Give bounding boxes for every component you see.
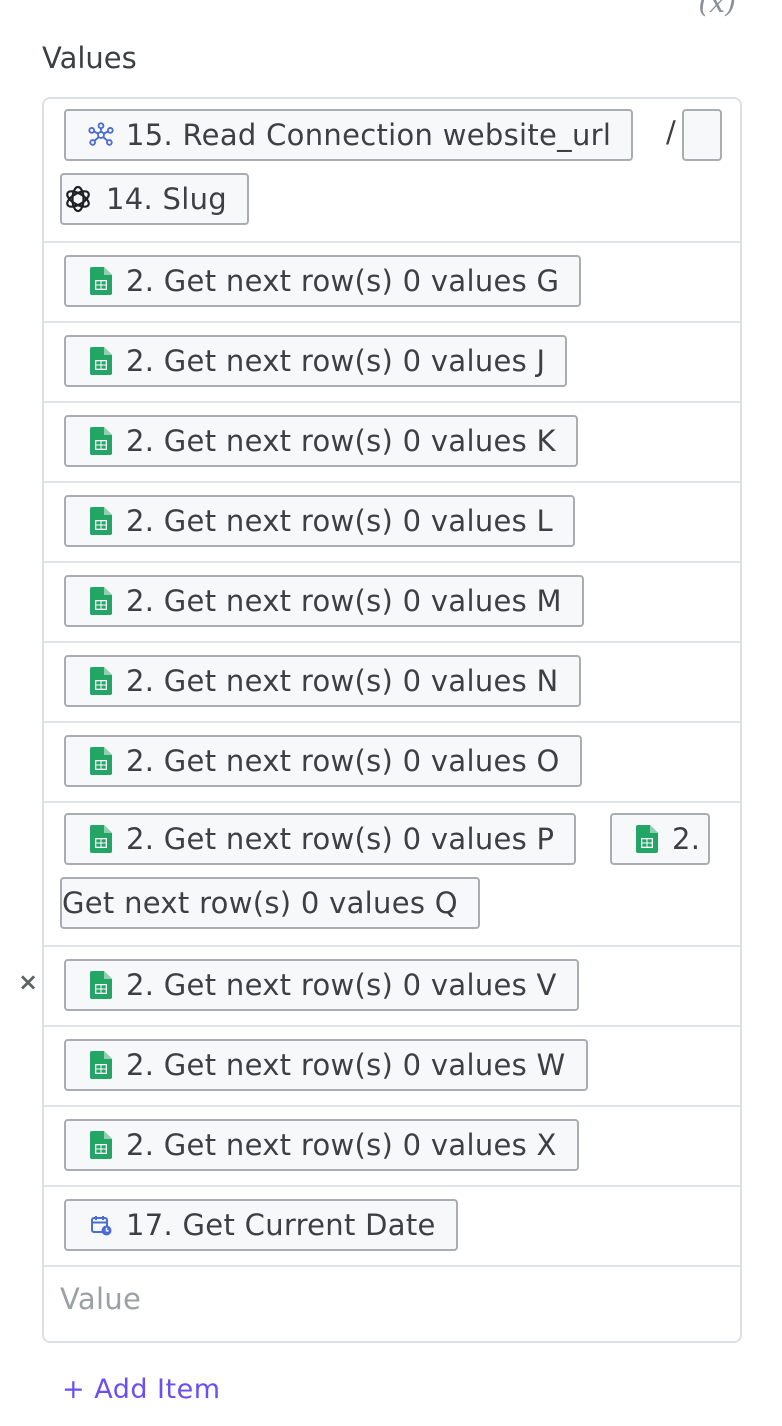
token-values-g[interactable]: 2. Get next row(s) 0 values G <box>64 255 582 307</box>
section-title: Values <box>42 41 137 75</box>
token-label: 2. Get next row(s) 0 values O <box>126 744 560 778</box>
separator-text: / <box>666 115 676 149</box>
value-row-n[interactable]: 2. Get next row(s) 0 values N <box>44 643 740 723</box>
google-sheets-icon <box>88 666 114 696</box>
token-label: 17. Get Current Date <box>126 1208 436 1242</box>
token-label: 15. Read Connection website_url <box>126 118 612 152</box>
value-row-j[interactable]: 2. Get next row(s) 0 values J <box>44 323 740 403</box>
token-values-j[interactable]: 2. Get next row(s) 0 values J <box>64 335 568 387</box>
value-row-l[interactable]: 2. Get next row(s) 0 values L <box>44 483 740 563</box>
token-label: 2. Get next row(s) 0 values L <box>126 504 554 538</box>
google-sheets-icon <box>88 1130 114 1160</box>
token-label: 2. Get next row(s) 0 values M <box>126 584 562 618</box>
calendar-clock-icon <box>88 1210 114 1240</box>
token-label: 14. Slug <box>106 182 227 216</box>
token-values-o[interactable]: 2. Get next row(s) 0 values O <box>64 735 582 787</box>
token-values-v[interactable]: 2. Get next row(s) 0 values V <box>64 959 579 1011</box>
variable-toggle-icon[interactable]: (x) <box>698 0 736 19</box>
token-label: 2. Get next row(s) 0 values P <box>126 822 555 856</box>
value-row-w[interactable]: 2. Get next row(s) 0 values W <box>44 1027 740 1107</box>
token-values-w[interactable]: 2. Get next row(s) 0 values W <box>64 1039 588 1091</box>
google-sheets-icon <box>634 824 660 854</box>
google-sheets-icon <box>88 506 114 536</box>
token-values-p[interactable]: 2. Get next row(s) 0 values P <box>64 813 577 865</box>
token-label: 2. Get next row(s) 0 values V <box>126 968 557 1002</box>
network-icon <box>88 120 114 150</box>
value-row-o[interactable]: 2. Get next row(s) 0 values O <box>44 723 740 803</box>
openai-icon <box>62 184 94 214</box>
google-sheets-icon <box>88 426 114 456</box>
value-input-placeholder[interactable]: Value <box>60 1282 142 1316</box>
token-values-n[interactable]: 2. Get next row(s) 0 values N <box>64 655 581 707</box>
value-row-k[interactable]: 2. Get next row(s) 0 values K <box>44 403 740 483</box>
google-sheets-icon <box>88 970 114 1000</box>
google-sheets-icon <box>88 746 114 776</box>
value-row-m[interactable]: 2. Get next row(s) 0 values M <box>44 563 740 643</box>
token-slug[interactable]: 14. Slug <box>60 173 249 225</box>
google-sheets-icon <box>88 266 114 296</box>
value-row-url[interactable]: 15. Read Connection website_url / 14. Sl… <box>44 99 740 243</box>
value-row-empty[interactable]: Value <box>44 1267 740 1341</box>
value-row-date[interactable]: 17. Get Current Date <box>44 1187 740 1267</box>
google-sheets-icon <box>88 1050 114 1080</box>
google-sheets-icon <box>88 824 114 854</box>
value-row-v[interactable]: 2. Get next row(s) 0 values V <box>44 947 740 1027</box>
token-current-date[interactable]: 17. Get Current Date <box>64 1199 458 1251</box>
value-row-pq[interactable]: 2. Get next row(s) 0 values P 2. Get nex… <box>44 803 740 947</box>
google-sheets-icon <box>88 346 114 376</box>
add-item-button[interactable]: + Add Item <box>62 1374 221 1405</box>
token-label: 2. Get next row(s) 0 values K <box>126 424 556 458</box>
token-label: 2. Get next row(s) 0 values J <box>126 344 546 378</box>
token-read-connection[interactable]: 15. Read Connection website_url <box>64 109 634 161</box>
token-values-x[interactable]: 2. Get next row(s) 0 values X <box>64 1119 579 1171</box>
remove-row-icon[interactable]: × <box>18 968 39 996</box>
google-sheets-icon <box>88 586 114 616</box>
token-values-q-start[interactable]: 2. <box>610 813 710 865</box>
value-row-x[interactable]: 2. Get next row(s) 0 values X <box>44 1107 740 1187</box>
token-label: 2. Get next row(s) 0 values W <box>126 1048 566 1082</box>
token-label: 2. <box>672 822 701 856</box>
token-label: 2. Get next row(s) 0 values G <box>126 264 560 298</box>
token-values-l[interactable]: 2. Get next row(s) 0 values L <box>64 495 576 547</box>
token-label: 2. Get next row(s) 0 values X <box>126 1128 557 1162</box>
values-list: 15. Read Connection website_url / 14. Sl… <box>42 97 742 1343</box>
token-values-m[interactable]: 2. Get next row(s) 0 values M <box>64 575 584 627</box>
token-label: Get next row(s) 0 values Q <box>62 886 458 920</box>
token-label: 2. Get next row(s) 0 values N <box>126 664 559 698</box>
token-values-k[interactable]: 2. Get next row(s) 0 values K <box>64 415 578 467</box>
token-empty[interactable] <box>682 109 722 161</box>
token-values-q-end[interactable]: Get next row(s) 0 values Q <box>60 877 480 929</box>
value-row-g[interactable]: 2. Get next row(s) 0 values G <box>44 243 740 323</box>
